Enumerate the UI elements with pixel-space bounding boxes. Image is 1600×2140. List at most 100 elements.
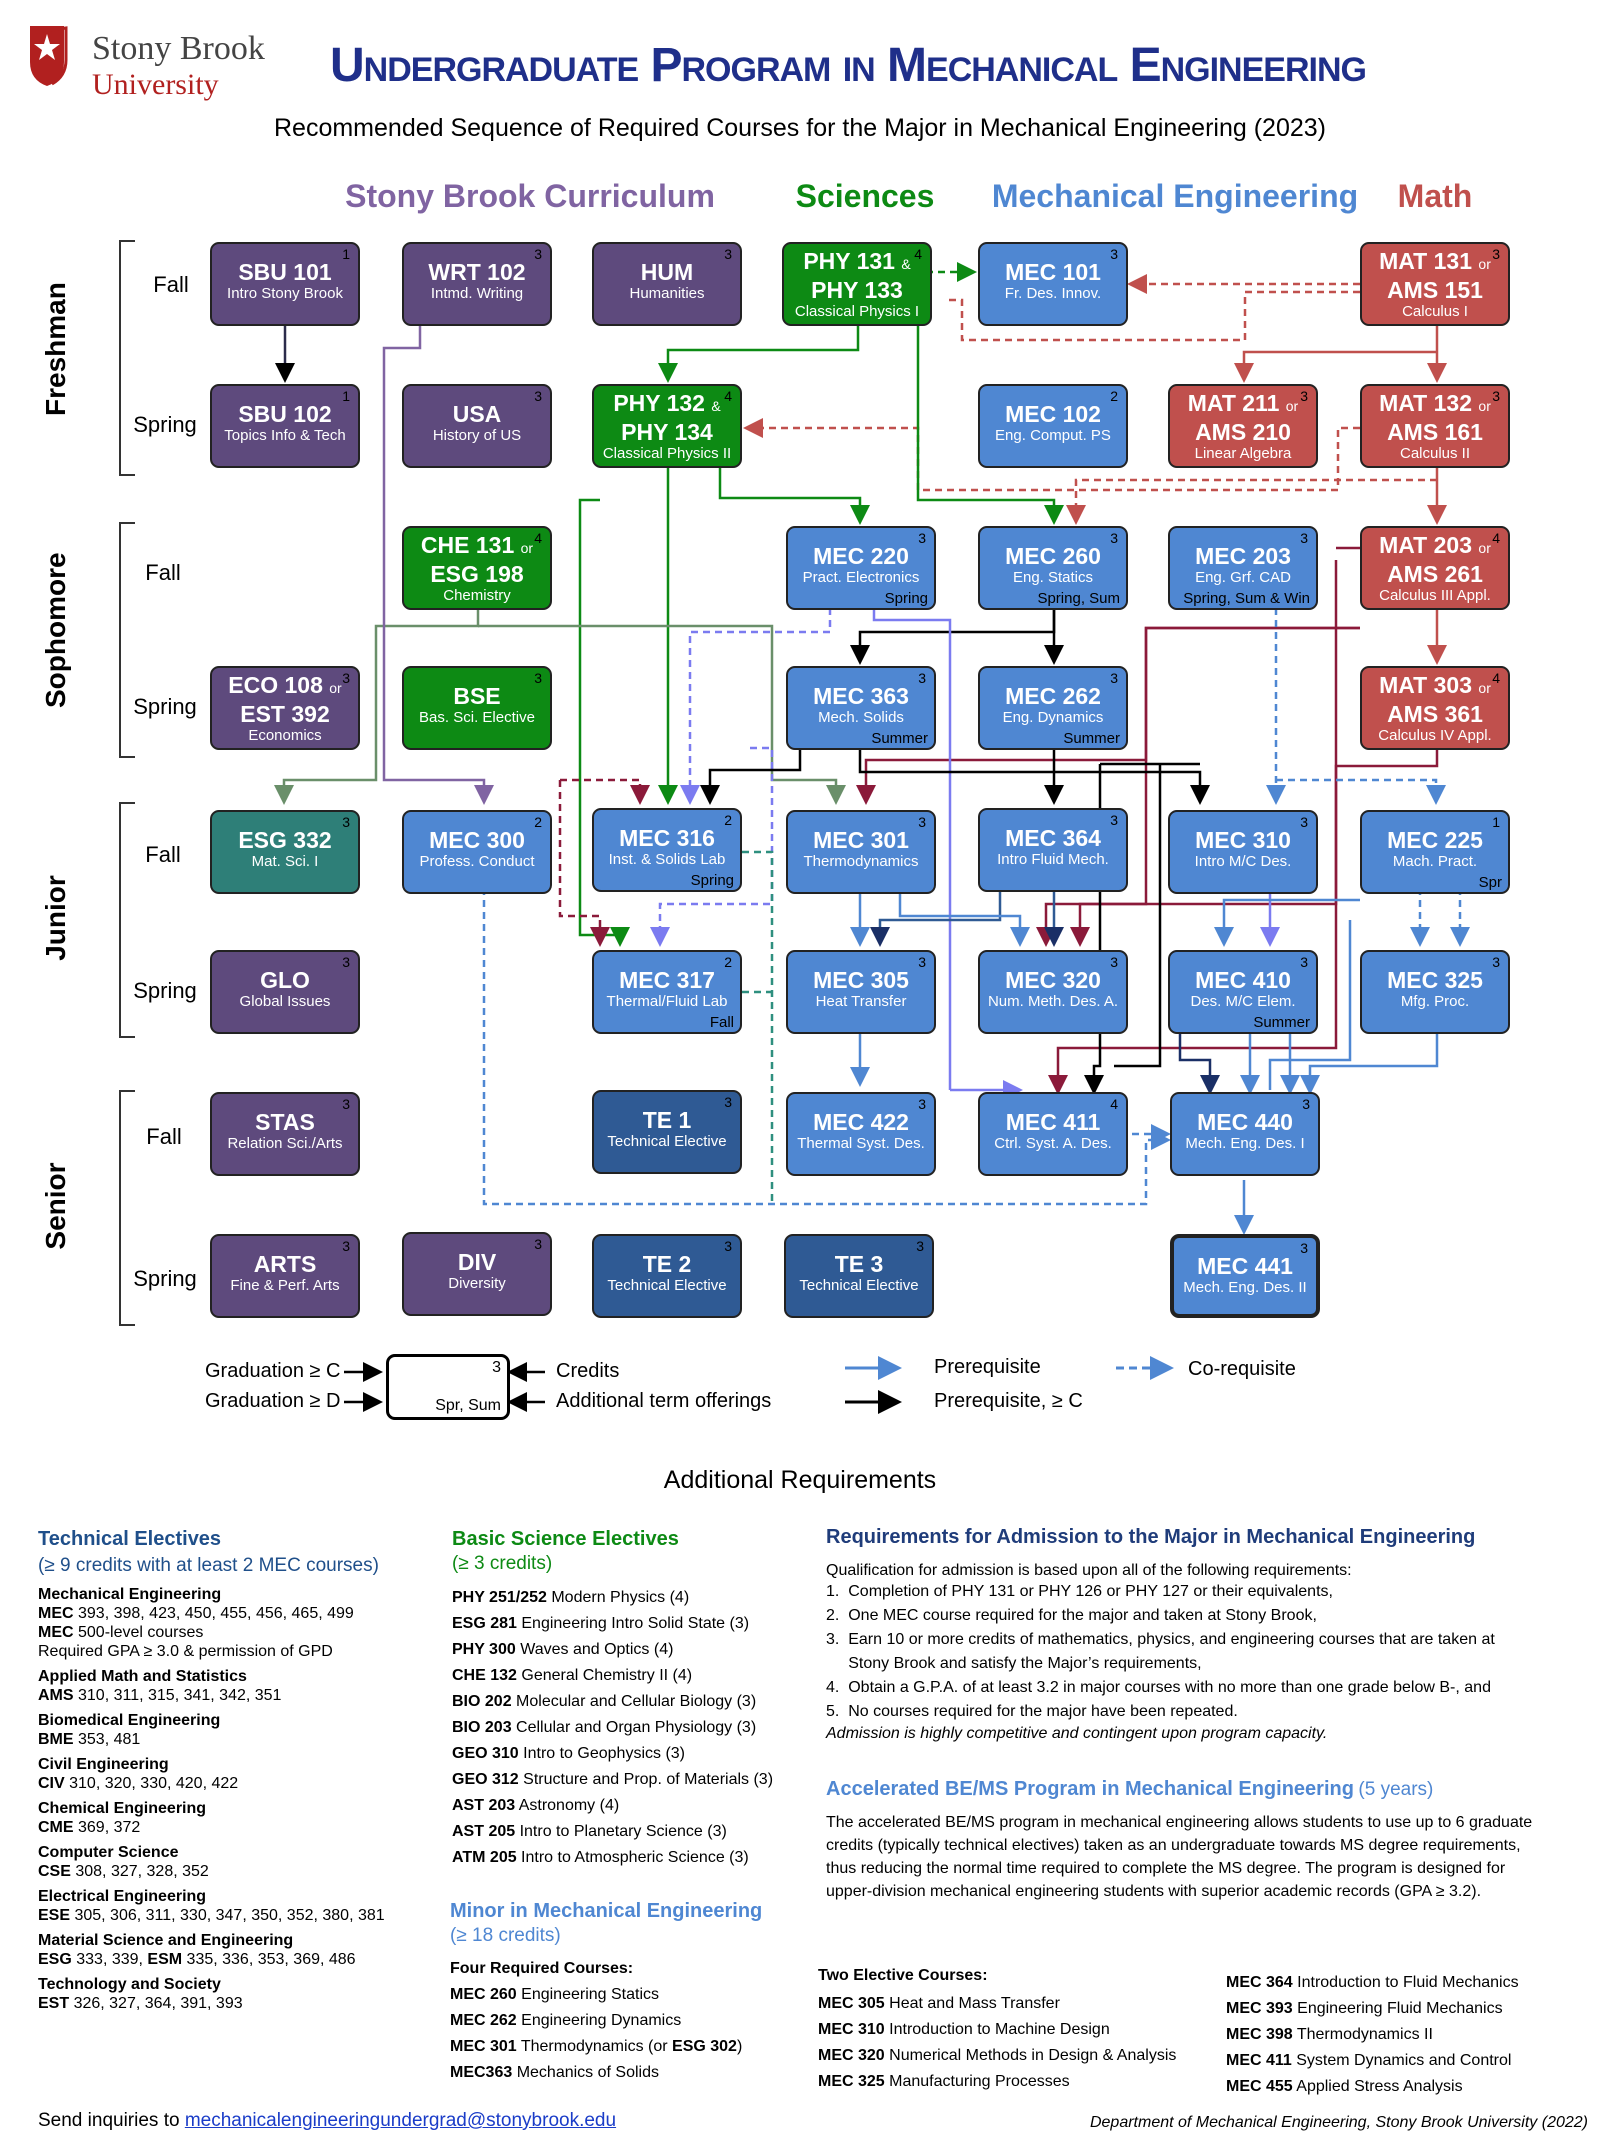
- course-title: ): [736, 2038, 743, 2055]
- course-title: Applied Stress Analysis: [1292, 2078, 1463, 2095]
- minor-title: Minor in Mechanical Engineering: [450, 1900, 763, 1922]
- course-code: PHY 300: [452, 1641, 516, 1658]
- course-title: 333, 339,: [71, 1951, 148, 1968]
- course-code: MEC 364: [1226, 1974, 1293, 1991]
- course-title: General Chemistry II (4): [516, 1667, 693, 1684]
- admission-section: Requirements for Admission to the Major …: [826, 1526, 1586, 1743]
- bems-line: The accelerated BE/MS program in mechani…: [826, 1814, 1533, 1831]
- course-code: MEC 393: [1226, 2000, 1293, 2017]
- course-title: Intro to Planetary Science (3): [515, 1823, 727, 1840]
- minor-section: Minor in Mechanical Engineering (≥ 18 cr…: [450, 1900, 810, 2086]
- course-code: CSE: [38, 1863, 71, 1880]
- course-code: MEC 411: [1226, 2052, 1292, 2069]
- course-code: ATM 205: [452, 1849, 517, 1866]
- term-label: Spring: [133, 1266, 197, 1291]
- tech-group-line: CIV 310, 320, 330, 420, 422: [38, 1774, 438, 1793]
- bse-title: Basic Science Electives: [452, 1528, 679, 1550]
- legend-prereq: Prerequisite: [934, 1356, 1041, 1378]
- year-bracket-freshman: [119, 240, 135, 476]
- course-code: MEC 305: [818, 1995, 885, 2012]
- minor-elective-item: MEC 393 Engineering Fluid Mechanics: [1226, 1996, 1596, 2022]
- legend-grad-d: Graduation ≥ D: [205, 1390, 341, 1412]
- course-title: 353, 481: [73, 1731, 141, 1748]
- legend-credits: Credits: [556, 1360, 620, 1382]
- bems-section: Accelerated BE/MS Program in Mechanical …: [826, 1778, 1586, 1903]
- tech-group-line: BME 353, 481: [38, 1730, 438, 1749]
- legend-prereq-c: Prerequisite, ≥ C: [934, 1390, 1083, 1412]
- course-title: Engineering Statics: [516, 1986, 660, 2003]
- bse-item: ATM 205 Intro to Atmospheric Science (3): [452, 1845, 812, 1871]
- page-title: Undergraduate Program in Mechanical Engi…: [330, 39, 1367, 92]
- course-title: Waves and Optics (4): [515, 1641, 674, 1658]
- course-code: GEO 310: [452, 1745, 519, 1762]
- legend-grad-c: Graduation ≥ C: [205, 1360, 341, 1382]
- tech-group-line: MEC 393, 398, 423, 450, 455, 456, 465, 4…: [38, 1604, 438, 1623]
- course-code: ESM: [147, 1951, 183, 1968]
- admission-note: Admission is highly competitive and cont…: [826, 1725, 1328, 1742]
- minor-electives-a: Two Elective Courses: MEC 305 Heat and M…: [818, 1966, 1218, 2095]
- term-label: Spring: [133, 694, 197, 719]
- legend-box-credits: 3: [492, 1359, 501, 1376]
- course-title: Manufacturing Processes: [884, 2073, 1070, 2090]
- page-subtitle: Recommended Sequence of Required Courses…: [274, 114, 1326, 142]
- course-code: MEC: [38, 1624, 74, 1641]
- course-title: Engineering Fluid Mechanics: [1292, 2000, 1503, 2017]
- tech-group-line: CSE 308, 327, 328, 352: [38, 1862, 438, 1881]
- course-code: CME: [38, 1819, 74, 1836]
- bse-section: Basic Science Electives (≥ 3 credits) PH…: [452, 1528, 812, 1871]
- course-code: MEC 301: [450, 2038, 517, 2055]
- course-title: Thermodynamics (or: [516, 2038, 673, 2055]
- course-title: Engineering Intro Solid State (3): [516, 1615, 750, 1632]
- admission-item: 2. One MEC course required for the major…: [826, 1607, 1317, 1624]
- course-title: Introduction to Fluid Mechanics: [1292, 1974, 1519, 1991]
- minor-elec-head: Two Elective Courses:: [818, 1967, 988, 1984]
- legend-terms: Additional term offerings: [556, 1390, 772, 1412]
- course-title: Structure and Prop. of Materials (3): [518, 1771, 774, 1788]
- course-code: MEC: [38, 1605, 74, 1622]
- course-code: AMS: [38, 1687, 74, 1704]
- term-label: Fall: [146, 1124, 182, 1149]
- minor-required-item: MEC 260 Engineering Statics: [450, 1982, 810, 2008]
- term-label: Spring: [133, 978, 197, 1003]
- minor-subtitle: (≥ 18 credits): [450, 1925, 561, 1946]
- tech-subtitle: (≥ 9 credits with at least 2 MEC courses…: [38, 1555, 379, 1576]
- course-code: CIV: [38, 1775, 65, 1792]
- admission-item: 5. No courses required for the major hav…: [826, 1703, 1238, 1720]
- footer-email-link[interactable]: mechanicalengineeringundergrad@stonybroo…: [184, 2110, 617, 2131]
- tech-group-name: Computer Science: [38, 1844, 179, 1861]
- course-code: MEC 262: [450, 2012, 517, 2029]
- minor-elective-item: MEC 325 Manufacturing Processes: [818, 2069, 1218, 2095]
- admission-item: 3. Earn 10 or more credits of mathematic…: [826, 1631, 1495, 1648]
- tech-group-name: Mechanical Engineering: [38, 1586, 222, 1603]
- tech-group-line: CME 369, 372: [38, 1818, 438, 1837]
- course-code: ESG 302: [672, 2038, 737, 2055]
- course-title: Numerical Methods in Design & Analysis: [884, 2047, 1177, 2064]
- footer-inquiry: Send inquiries to mechanicalengineeringu…: [38, 2110, 616, 2132]
